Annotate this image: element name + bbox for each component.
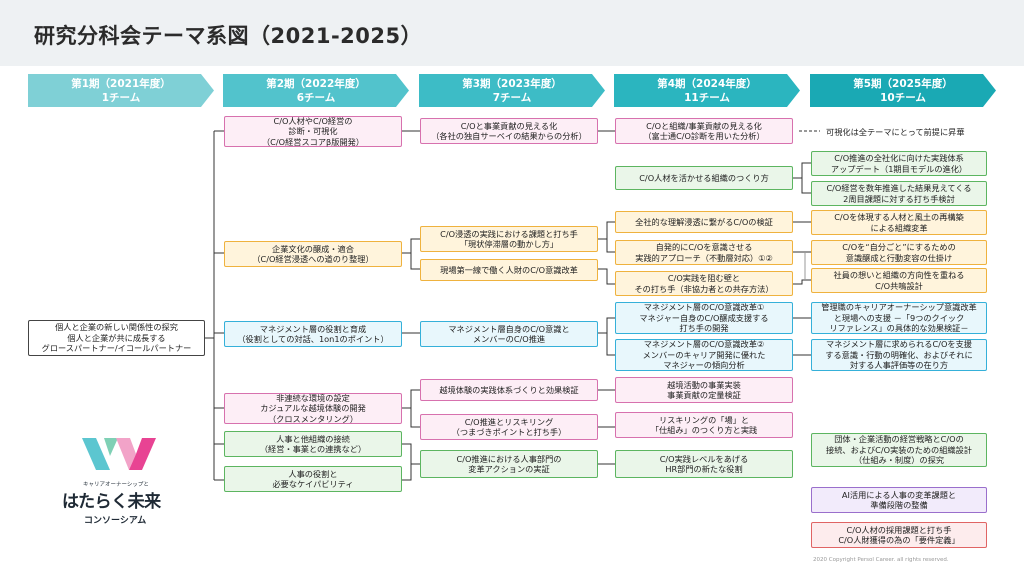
p5-ai-box: AI活用による人事の変革課題と 準備段階の整備 bbox=[811, 487, 987, 513]
phase-3-banner: 第3期（2023年度） 7チーム bbox=[419, 74, 605, 107]
logo-tagline: キャリアオーナーシップと bbox=[83, 482, 149, 488]
phase-2-banner: 第2期（2022年度） 6チーム bbox=[223, 74, 409, 107]
p3-issues-box: C/O浸透の実践における課題と打ち手 「現状停滞層の動かし方」 bbox=[420, 226, 598, 252]
p5-talent-culture-box: C/Oを体現する人材と風土の再構築 による組織変革 bbox=[811, 210, 987, 235]
phase-5-teams: 10チーム bbox=[880, 92, 926, 104]
phase-2-teams: 6チーム bbox=[296, 92, 336, 104]
p2-hr-connect-box: 人事と他組織の接続 （経営・事業との連携など） bbox=[224, 431, 402, 457]
p3-frontline-box: 現場第一線で働く人財のC/O意識改革 bbox=[420, 259, 598, 281]
p2-hr-role-box: 人事の役割と 必要なケイパビリティ bbox=[224, 466, 402, 492]
page-title: 研究分科会テーマ系図（2021-2025） bbox=[34, 24, 423, 48]
phase-4-name: 第4期（2024年度） bbox=[657, 78, 757, 90]
p2-crossborder-box: 非連続な環境の設定 カジュアルな越境体験の開発 （クロスメンタリング） bbox=[224, 393, 402, 424]
p5-recruit-box: C/O人材の採用課題と打ち手 C/O人財獲得の為の「要件定義」 bbox=[811, 522, 987, 548]
p4-understanding-box: 全社的な理解浸透に繋がるC/Oの検証 bbox=[615, 211, 793, 233]
visualization-note: 可視化は全テーマにとって前提に昇華 bbox=[826, 127, 965, 137]
p4-hr-role-box: C/O実践レベルをあげる HR部門の新たな役割 bbox=[615, 450, 793, 478]
p5-resonance-box: 社員の想いと組織の方向性を重ねる C/O共鳴設計 bbox=[811, 268, 987, 293]
p4-manager-2-box: マネジメント層のC/O意識改革② メンバーのキャリア開発に優れた マネジャーの傾… bbox=[615, 339, 793, 371]
phase-1-teams: 1チーム bbox=[101, 92, 141, 104]
p5-ownership-box: C/Oを“自分ごと”にするための 意識醸成と行動変容の仕掛け bbox=[811, 240, 987, 265]
p5-manager-box: 管理職のキャリアオーナーシップ意識改革 と現場への支援 －「9つのクイック リフ… bbox=[811, 302, 987, 334]
p2-culture-box: 企業文化の醸成・適合 （C/O経営浸透への道のり整理） bbox=[224, 241, 402, 267]
p5-system-box: C/O推進の全社化に向けた実践体系 アップデート（1期目モデルの進化） bbox=[811, 151, 987, 176]
p2-management-box: マネジメント層の役割と育成 （役割としての対話、1on1のポイント） bbox=[224, 321, 402, 347]
p5-strategy-box: 団体・企業活動の経営戦略とC/Oの 接続、およびC/O実装のための組織設計 （仕… bbox=[811, 433, 987, 467]
phase-2-name: 第2期（2022年度） bbox=[266, 78, 366, 90]
p4-visualize-box: C/Oと組織/事業貢献の見える化 （富士通C/O診断を用いた分析） bbox=[615, 118, 793, 144]
p5-management-eval-box: マネジメント層に求められるC/Oを支援 する意識・行動の明確化、およびそれに 対… bbox=[811, 339, 987, 371]
p3-crossborder-box: 越境体験の実践体系づくりと効果検証 bbox=[420, 379, 598, 401]
p4-voluntary-box: 自発的にC/Oを意識させる 実践的アプローチ（不動層対応）①② bbox=[615, 240, 793, 265]
logo-consortium: コンソーシアム bbox=[84, 516, 147, 526]
p4-barrier-box: C/O実践を阻む壁と その打ち手（非協力者との共存方法） bbox=[615, 271, 793, 296]
p4-crossborder-box: 越境活動の事業実装 事業貢献の定量検証 bbox=[615, 377, 793, 403]
p2-diagnosis-box: C/O人材やC/O経営の 診断・可視化 （C/O経営スコアβ版開発） bbox=[224, 116, 402, 147]
phase-5-banner: 第5期（2025年度） 10チーム bbox=[810, 74, 996, 107]
p4-manager-1-box: マネジメント層のC/O意識改革① マネジャー自身のC/O醸成支援する 打ち手の開… bbox=[615, 302, 793, 334]
p3-visualize-box: C/Oと事業貢献の見える化 （各社の独自サーベイの結果からの分析） bbox=[420, 118, 598, 144]
p3-reskilling-box: C/O推進とリスキリング （つまづきポイントと打ち手） bbox=[420, 414, 598, 440]
p4-org-box: C/O人材を活かせる組織のつくり方 bbox=[615, 166, 793, 190]
phase-4-teams: 11チーム bbox=[684, 92, 730, 104]
phase-1-name: 第1期（2021年度） bbox=[71, 78, 171, 90]
root-theme-box: 個人と企業の新しい関係性の探究 個人と企業が共に成長する グロースパートナー/イ… bbox=[28, 320, 205, 356]
p3-hr-action-box: C/O推進における人事部門の 変革アクションの実証 bbox=[420, 450, 598, 478]
phase-4-banner: 第4期（2024年度） 11チーム bbox=[614, 74, 800, 107]
copyright-text: 2020 Copyright Persol Career. all rights… bbox=[813, 557, 949, 563]
logo-name: はたらく未来 bbox=[62, 492, 161, 512]
logo-mark bbox=[82, 438, 156, 470]
phase-3-teams: 7チーム bbox=[492, 92, 532, 104]
p3-management-box: マネジメント層自身のC/O意識と メンバーのC/O推進 bbox=[420, 321, 598, 347]
p5-second-cycle-box: C/O経営を数年推進した結果見えてくる 2周目課題に対する打ち手検討 bbox=[811, 181, 987, 206]
phase-5-name: 第5期（2025年度） bbox=[853, 78, 953, 90]
p4-reskilling-box: リスキリングの「場」と 「仕組み」のつくり方と実践 bbox=[615, 412, 793, 438]
phase-3-name: 第3期（2023年度） bbox=[462, 78, 562, 90]
phase-1-banner: 第1期（2021年度） 1チーム bbox=[28, 74, 214, 107]
header-bar bbox=[0, 0, 1024, 66]
